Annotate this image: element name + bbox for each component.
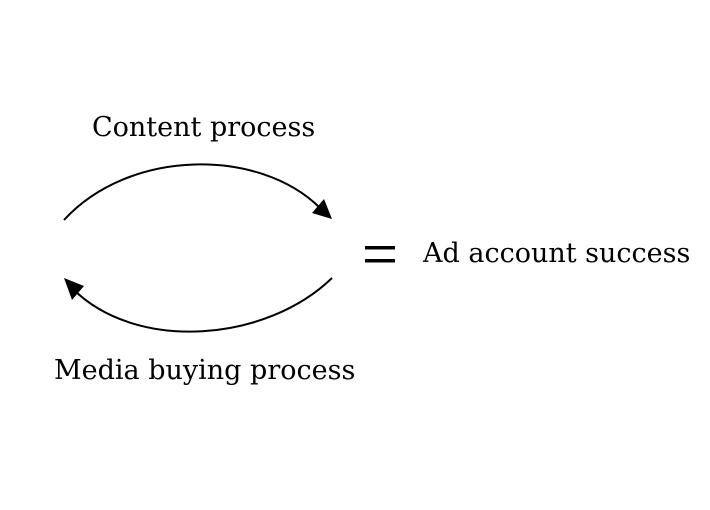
- media-arrowhead-icon: [64, 278, 84, 300]
- ad-account-success-label: Ad account success: [423, 238, 691, 269]
- content-process-arrow: [63, 163, 321, 221]
- equals-icon: [365, 246, 395, 263]
- content-process-label: Content process: [92, 112, 316, 143]
- content-arrowhead-icon: [312, 199, 332, 219]
- media-buying-arrow: [73, 277, 333, 333]
- media-buying-process-label: Media buying process: [54, 355, 356, 386]
